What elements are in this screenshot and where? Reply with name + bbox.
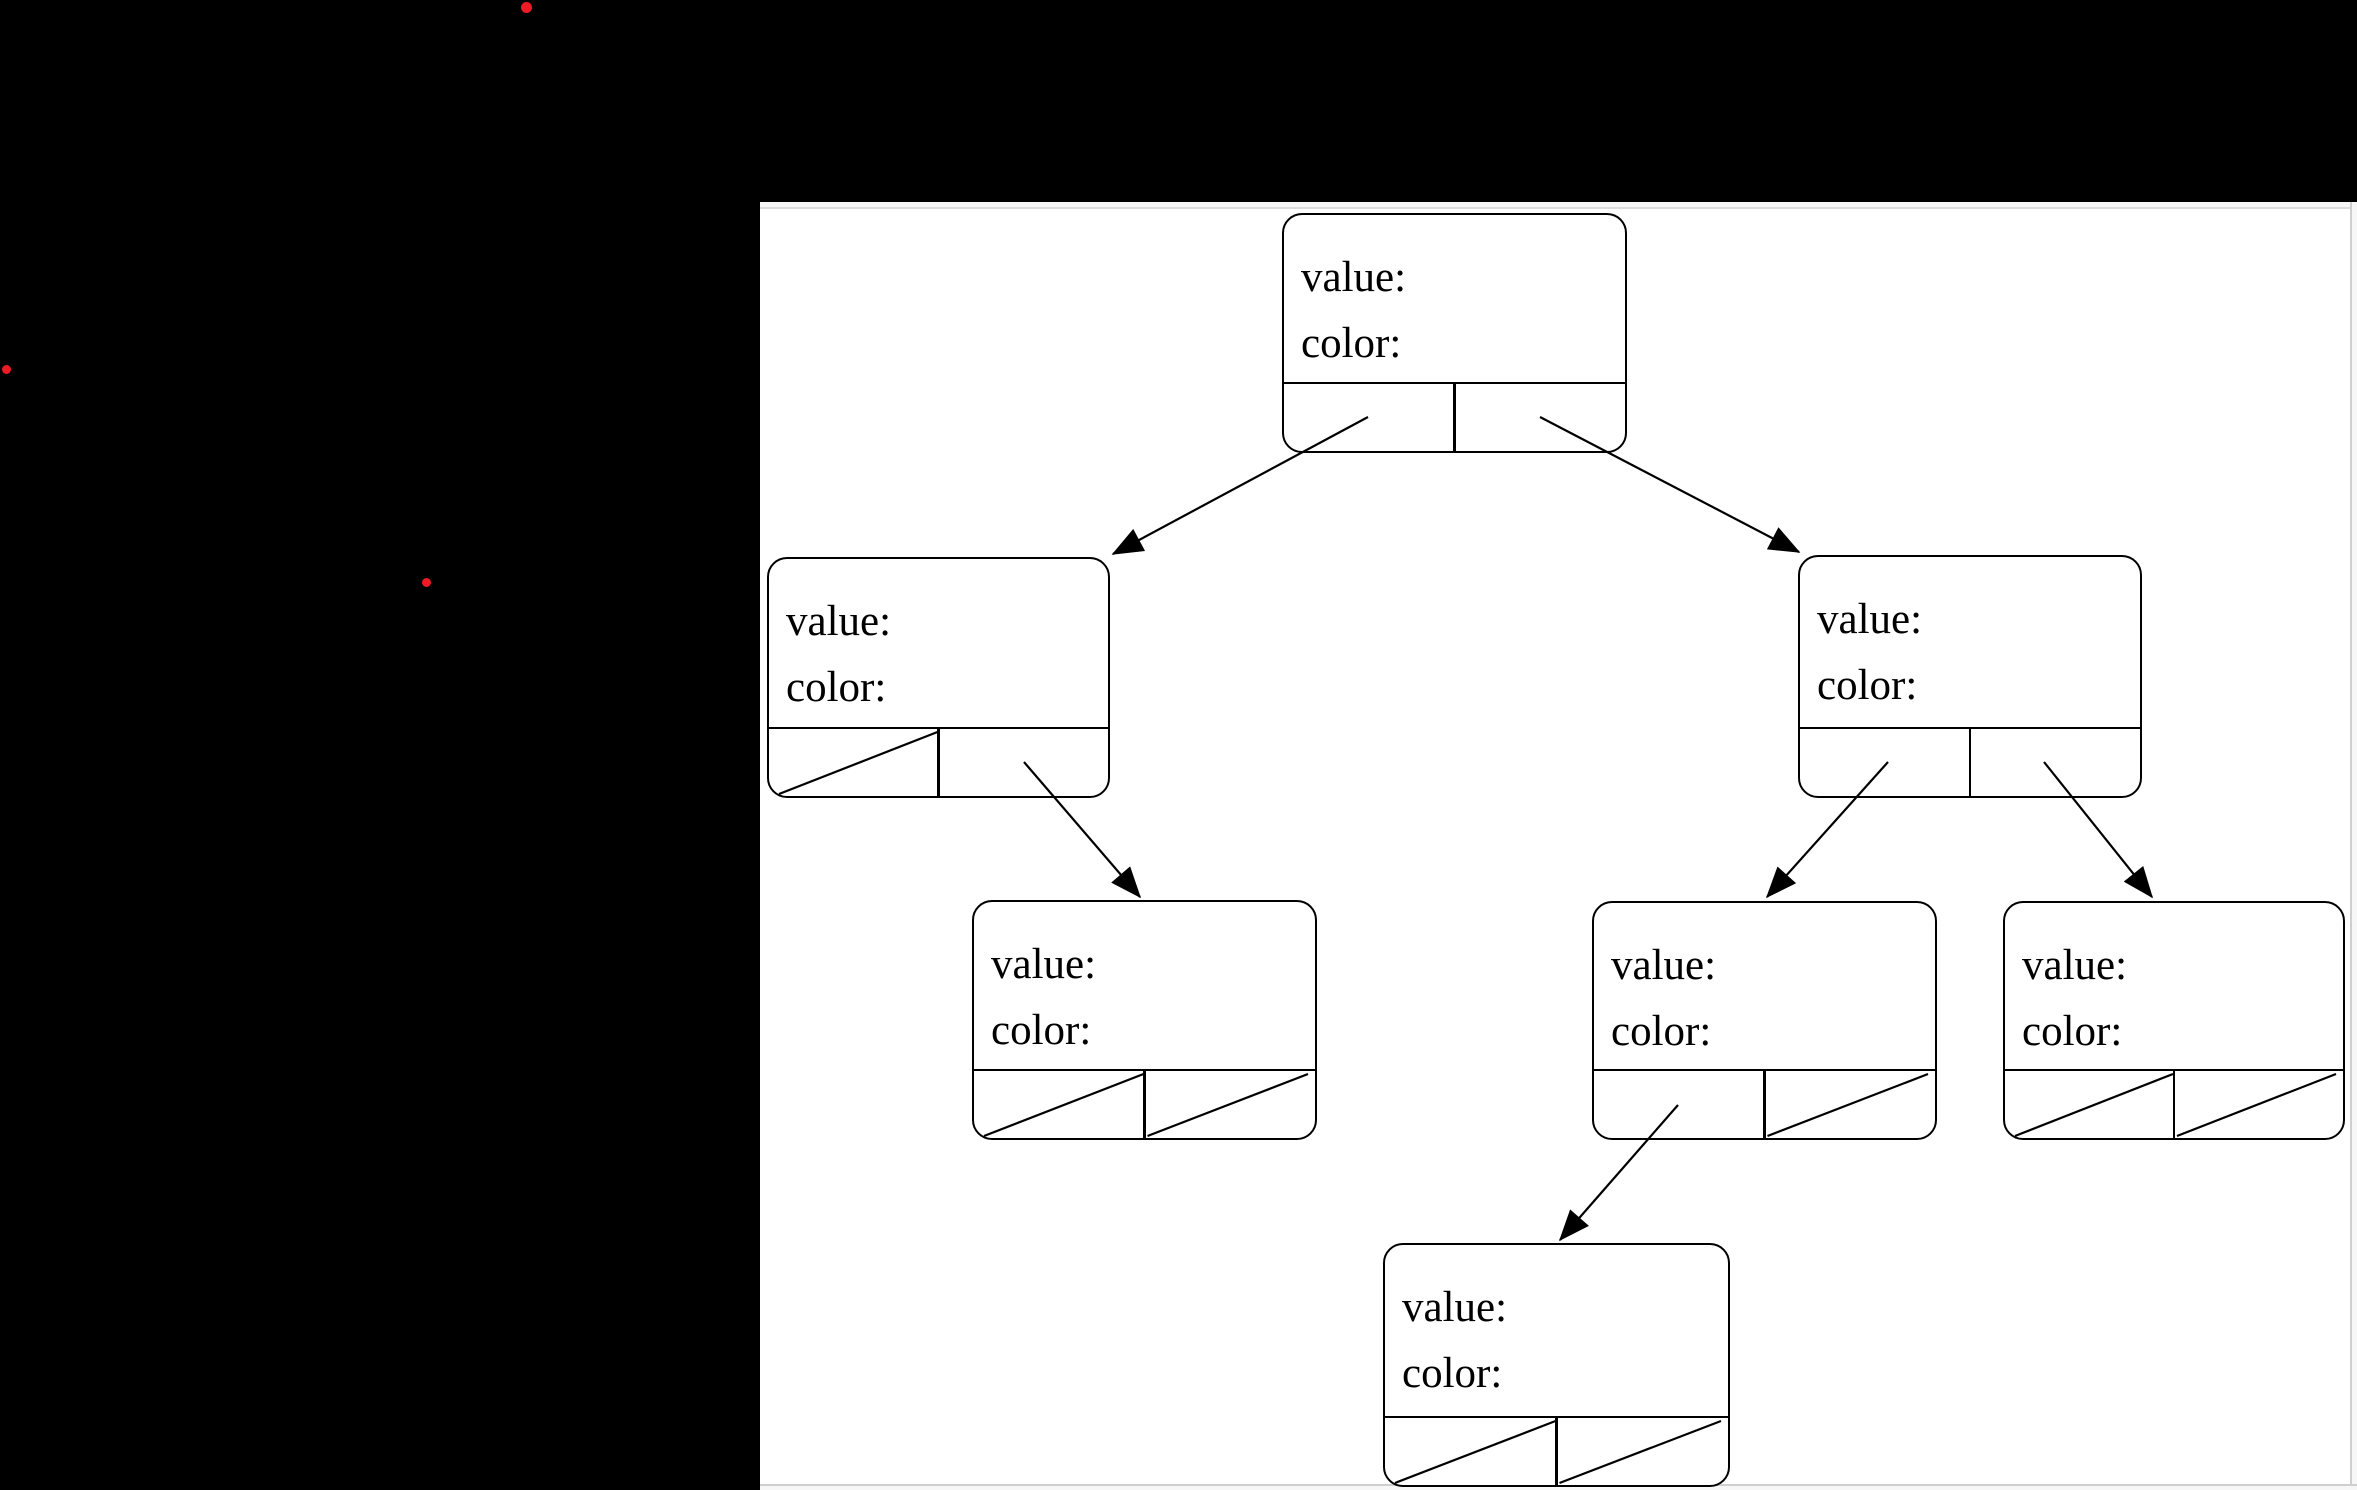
node-value-label: value: — [1402, 1284, 1508, 1331]
node-labels: value: color: — [991, 932, 1096, 1064]
left-pointer-cell — [974, 1071, 1145, 1138]
left-pointer-cell — [2005, 1071, 2174, 1138]
window-frame-right-edge — [2350, 202, 2357, 1490]
pointer-row — [1594, 1069, 1935, 1138]
pointer-cell-divider — [1143, 1071, 1146, 1138]
node-color-label: color: — [1611, 1008, 1712, 1055]
right-pointer-cell — [1970, 729, 2140, 796]
node-value-label: value: — [1611, 942, 1717, 989]
pointer-cell-divider — [1453, 384, 1456, 451]
red-dot — [421, 577, 431, 587]
right-pointer-cell — [1765, 1071, 1936, 1138]
node-value-label: value: — [786, 598, 892, 645]
tree-node-great-grandchild: value: color: — [1383, 1243, 1730, 1487]
tree-node-right-right-grandchild: value: color: — [2003, 901, 2345, 1140]
pointer-row — [1284, 382, 1625, 451]
node-value-label: value: — [1301, 254, 1407, 301]
red-dot — [1, 364, 11, 374]
node-labels: value: color: — [2022, 933, 2127, 1065]
node-value-label: value: — [991, 941, 1097, 988]
right-pointer-cell — [1145, 1071, 1316, 1138]
tree-node-left-right-grandchild: value: color: — [972, 900, 1317, 1140]
pointer-cell-divider — [1968, 729, 1972, 796]
right-pointer-cell — [1557, 1418, 1729, 1485]
pointer-row — [1800, 727, 2140, 796]
node-labels: value: color: — [1402, 1275, 1507, 1407]
pointer-row — [1385, 1416, 1728, 1485]
node-color-label: color: — [991, 1007, 1092, 1054]
right-pointer-cell — [939, 729, 1109, 796]
pointer-cell-divider — [1763, 1071, 1766, 1138]
node-labels: value: color: — [1611, 933, 1716, 1065]
left-pointer-cell — [1385, 1418, 1557, 1485]
tree-node-right-child: value: color: — [1798, 555, 2142, 798]
node-labels: value: color: — [786, 589, 891, 721]
node-value-label: value: — [1817, 596, 1923, 643]
right-pointer-cell — [2174, 1071, 2343, 1138]
pointer-cell-divider — [1555, 1418, 1558, 1485]
node-color-label: color: — [2022, 1008, 2123, 1055]
window-frame-top-edge — [760, 202, 2357, 209]
node-color-label: color: — [1817, 662, 1918, 709]
node-labels: value: color: — [1301, 245, 1406, 377]
node-color-label: color: — [1402, 1350, 1503, 1397]
node-value-label: value: — [2022, 942, 2128, 989]
node-color-label: color: — [786, 664, 887, 711]
left-pointer-cell — [1800, 729, 1970, 796]
node-color-label: color: — [1301, 320, 1402, 367]
tree-node-right-left-grandchild: value: color: — [1592, 901, 1937, 1140]
pointer-row — [769, 727, 1108, 796]
pointer-row — [974, 1069, 1315, 1138]
pointer-cell-divider — [2172, 1071, 2176, 1138]
pointer-cell-divider — [937, 729, 940, 796]
left-pointer-cell — [769, 729, 939, 796]
left-pointer-cell — [1284, 384, 1455, 451]
tree-node-left-child: value: color: — [767, 557, 1110, 798]
tree-node-root: value: color: — [1282, 213, 1627, 453]
left-pointer-cell — [1594, 1071, 1765, 1138]
node-labels: value: color: — [1817, 587, 1922, 719]
red-dot — [520, 1, 532, 13]
right-pointer-cell — [1455, 384, 1626, 451]
pointer-row — [2005, 1069, 2343, 1138]
